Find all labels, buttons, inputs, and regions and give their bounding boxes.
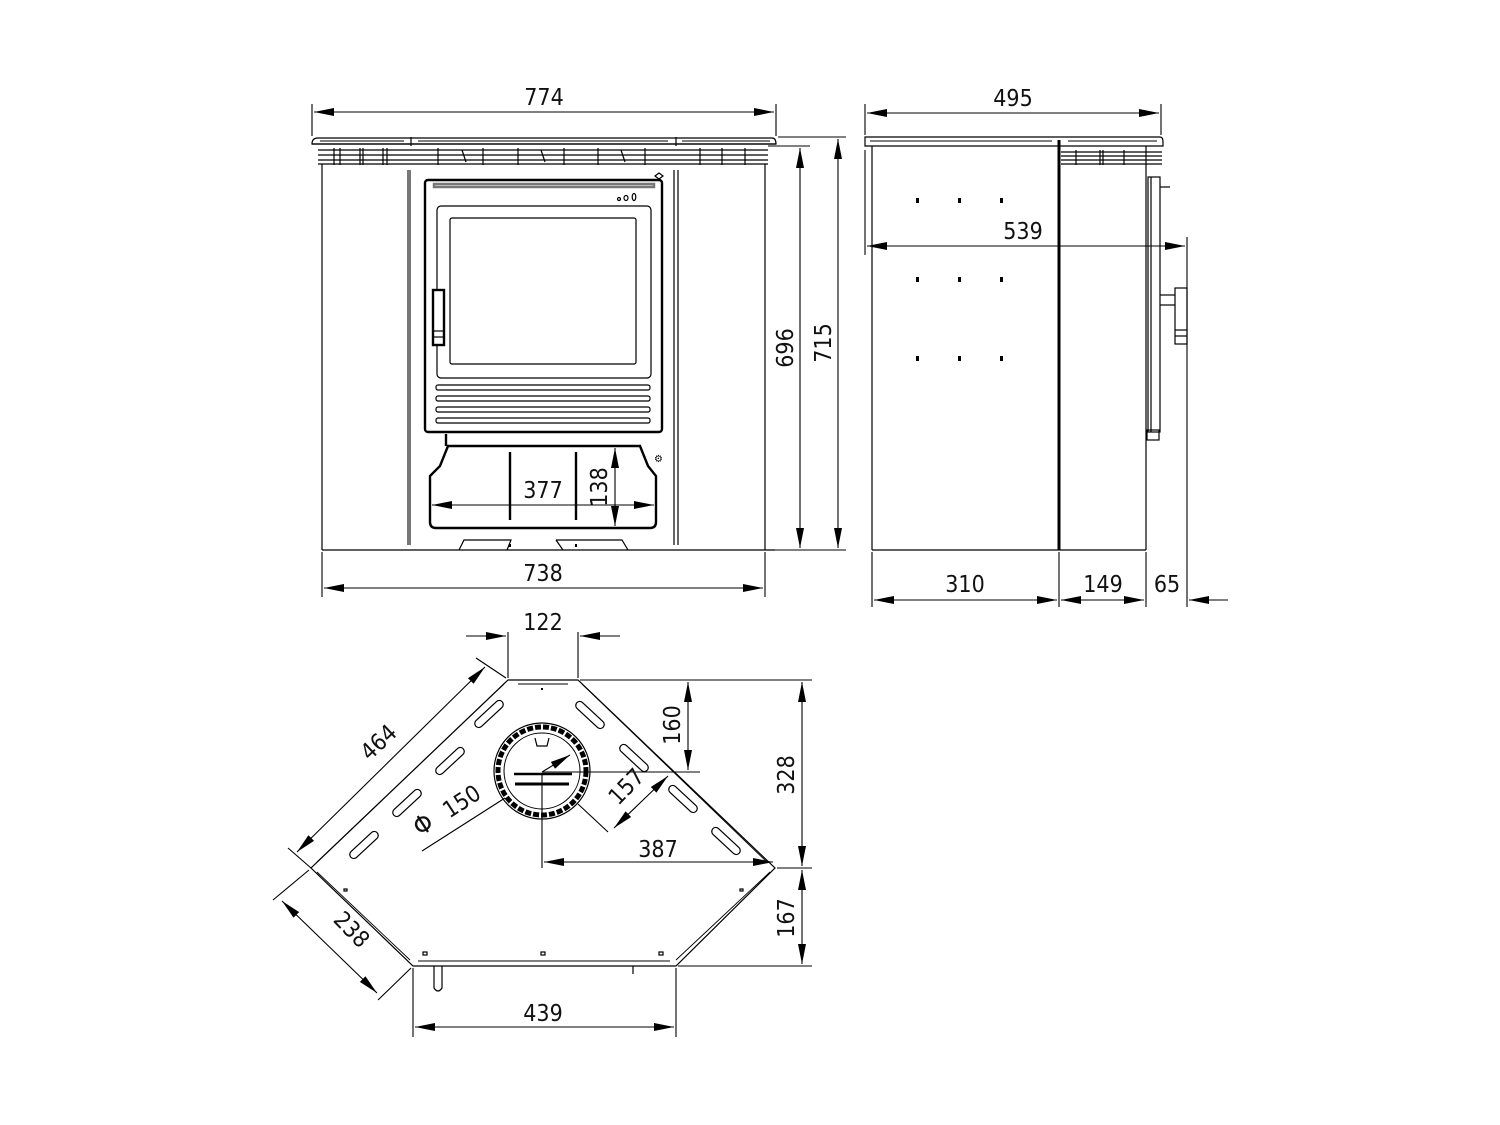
label-495: 495 bbox=[993, 86, 1033, 112]
label-387: 387 bbox=[638, 837, 678, 863]
side-view: 495 539 310 149 65 bbox=[864, 86, 1228, 607]
base-foot-right bbox=[555, 539, 629, 551]
dim-ash-drawer-height: 138 bbox=[587, 448, 619, 526]
dim-front-base-width: 738 bbox=[321, 552, 766, 597]
dim-flue-to-side: 157 bbox=[577, 764, 669, 833]
label-65: 65 bbox=[1154, 572, 1180, 598]
label-122: 122 bbox=[523, 610, 563, 636]
label-738: 738 bbox=[523, 561, 563, 587]
dim-front-heights: 696 715 bbox=[768, 136, 846, 551]
top-plate bbox=[311, 137, 777, 146]
base-foot-left bbox=[458, 539, 512, 551]
label-149: 149 bbox=[1083, 572, 1123, 598]
label-696: 696 bbox=[773, 328, 799, 368]
dim-flue-diameter: Φ 150 bbox=[408, 754, 571, 852]
dim-top-short-side: 238 bbox=[272, 869, 412, 1001]
label-diameter-symbol: Φ bbox=[408, 808, 440, 843]
dim-flue-to-corner: 387 bbox=[541, 774, 773, 868]
dim-ash-drawer-width: 377 bbox=[432, 478, 654, 509]
firebox-door bbox=[423, 172, 664, 434]
dim-side-segments: 310 149 65 bbox=[871, 552, 1228, 607]
label-138: 138 bbox=[587, 467, 613, 507]
label-167: 167 bbox=[774, 898, 800, 938]
dim-top-depths: 160 328 167 bbox=[542, 679, 812, 967]
vent-strip bbox=[318, 148, 768, 165]
dim-side-overall-depth: 539 bbox=[864, 150, 1188, 607]
label-539: 539 bbox=[1003, 219, 1043, 245]
label-160: 160 bbox=[660, 705, 686, 745]
label-328: 328 bbox=[774, 755, 800, 795]
svg-text:⚙: ⚙ bbox=[654, 454, 663, 465]
top-view: 122 464 238 439 bbox=[272, 610, 812, 1037]
label-310: 310 bbox=[945, 572, 985, 598]
label-439: 439 bbox=[523, 1001, 563, 1027]
dim-top-diagonal-side: 464 bbox=[287, 657, 507, 869]
label-464: 464 bbox=[356, 720, 403, 766]
dim-side-top-depth: 495 bbox=[864, 86, 1162, 135]
dim-front-overall-width: 774 bbox=[311, 85, 777, 136]
front-view: ⚙ 774 738 696 715 bbox=[311, 85, 846, 597]
side-rivets bbox=[916, 198, 1003, 361]
label-715: 715 bbox=[811, 323, 837, 363]
label-377: 377 bbox=[523, 478, 563, 504]
label-238: 238 bbox=[328, 907, 374, 953]
label-774: 774 bbox=[524, 85, 564, 111]
label-150: 150 bbox=[439, 780, 486, 823]
dim-top-rear-width: 122 bbox=[466, 610, 620, 678]
dim-top-front-width: 439 bbox=[412, 968, 677, 1037]
